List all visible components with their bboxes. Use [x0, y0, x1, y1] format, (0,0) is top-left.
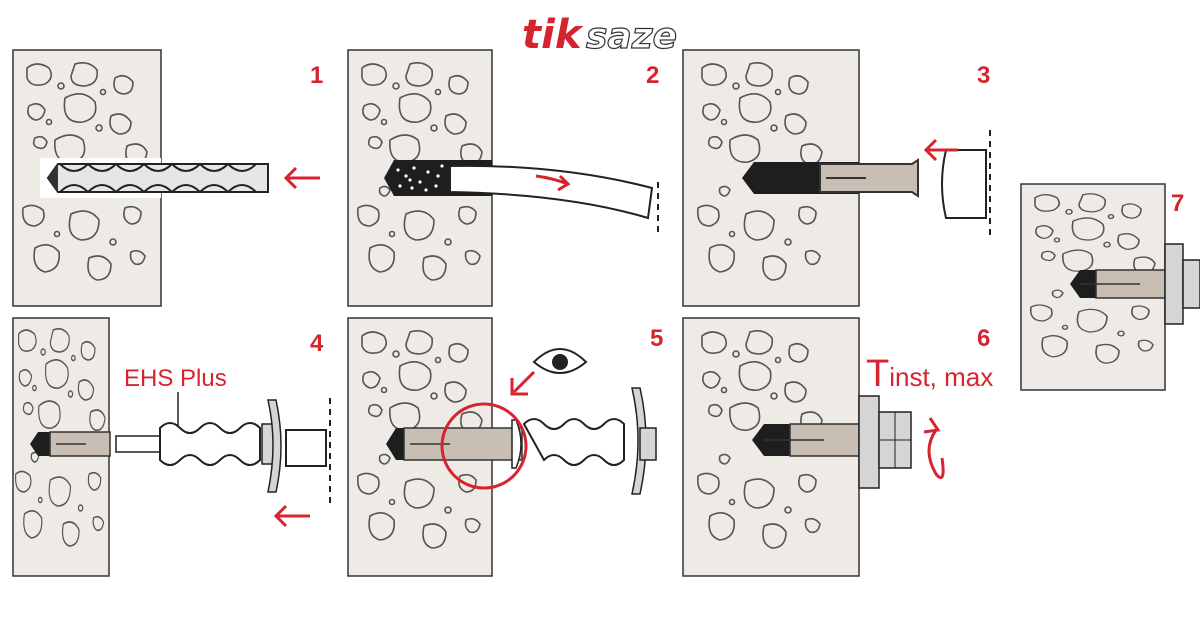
ehs-plus-label: EHS Plus: [124, 365, 227, 392]
step-number-5: 5: [650, 325, 664, 352]
arrow-left-icon: [273, 504, 310, 528]
step-7-panel: [1020, 183, 1200, 391]
arrow-left-icon: [923, 138, 958, 162]
blow-tube: [449, 164, 654, 220]
rotate-clockwise-icon: [923, 417, 945, 479]
ehs-plus-tool: [159, 422, 261, 466]
step-number-1: 1: [310, 62, 324, 89]
hex-nut: [1182, 259, 1200, 309]
logo-part-1: tik: [522, 12, 584, 56]
drill-dust: [396, 164, 444, 192]
step-number-4: 4: [310, 330, 324, 357]
setting-tool: [941, 149, 987, 219]
brand-logo: tik saze: [520, 12, 690, 58]
step-5-panel: [347, 317, 657, 577]
eye-icon: [532, 348, 588, 374]
step-number-3: 3: [977, 62, 991, 89]
step-1-panel: [12, 49, 269, 307]
arrow-down-left-icon: [510, 370, 536, 396]
torque-symbol: T: [866, 353, 889, 395]
logo-part-2: saze: [586, 16, 677, 56]
arrow-left-icon: [283, 166, 320, 190]
anchor-sleeve: [819, 158, 919, 198]
step-number-6: 6: [977, 325, 991, 352]
step-number-2: 2: [646, 62, 660, 89]
magnifier-circle-icon: [440, 402, 528, 490]
step-3-panel: [682, 49, 991, 307]
step-6-panel: Tinst, max: [682, 317, 993, 577]
step-2-panel: [347, 49, 659, 307]
torque-subscript: inst, max: [889, 362, 993, 392]
step-4-panel: EHS Plus: [12, 317, 331, 577]
svg-text:Tinst, max: Tinst, max: [866, 353, 993, 395]
arrow-right-icon: [535, 174, 571, 192]
step-number-7: 7: [1171, 190, 1185, 217]
